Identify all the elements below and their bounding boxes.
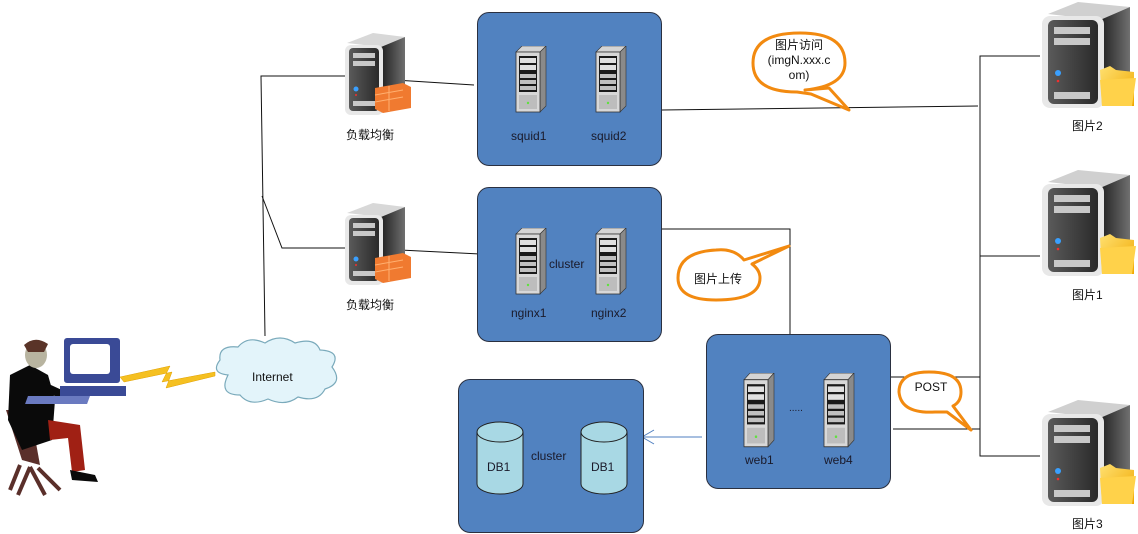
nginx1-server-icon[interactable] <box>512 228 548 296</box>
image-server-2-label: 图片2 <box>1072 119 1103 133</box>
db1-cylinder-icon[interactable] <box>475 420 525 496</box>
squid2-server-icon[interactable] <box>592 46 628 114</box>
squid2-label: squid2 <box>591 129 627 143</box>
wire-lb2-branch <box>261 195 345 249</box>
image-server-3-label: 图片3 <box>1072 517 1103 531</box>
db-cluster-caption: cluster <box>531 449 567 463</box>
db2-cylinder-icon[interactable] <box>579 420 629 496</box>
internet-label: Internet <box>252 370 293 384</box>
nginx-cluster-caption: cluster <box>549 257 585 271</box>
load-balancer-1-icon[interactable] <box>333 33 413 118</box>
wire-nginx-web <box>662 228 791 336</box>
db1-label: DB1 <box>487 460 511 474</box>
image-upload-callout-bubble <box>676 244 791 302</box>
db2-label: DB1 <box>591 460 615 474</box>
nginx-cluster[interactable]: cluster nginx1 nginx2 <box>477 187 662 342</box>
wire-squid-images <box>661 105 979 111</box>
user-workstation-icon <box>6 338 126 496</box>
web-ellipsis: ..... <box>789 403 803 414</box>
image-access-line1: 图片访问 <box>774 38 823 52</box>
wire-lb1-squid <box>394 79 475 86</box>
web1-label: web1 <box>745 453 774 467</box>
post-callout-bubble <box>897 370 973 432</box>
load-balancer-2-label: 负载均衡 <box>346 298 395 312</box>
image-upload-callout: 图片上传 <box>693 272 742 286</box>
image-server-2-icon[interactable] <box>1038 2 1138 112</box>
load-balancer-1-label: 负载均衡 <box>346 128 395 142</box>
internet-cloud-icon <box>215 337 338 404</box>
wire-lb2-nginx <box>399 249 481 255</box>
image-access-callout: 图片访问 (imgN.xxx.c om) <box>755 38 843 83</box>
image-access-line3: om) <box>788 68 810 82</box>
image-server-1-icon[interactable] <box>1038 170 1138 280</box>
web-cluster[interactable]: ..... web1 web4 <box>706 334 891 489</box>
squid-cluster[interactable]: squid1 squid2 <box>477 12 662 166</box>
lightning-bolt-icon <box>119 365 216 389</box>
nginx2-label: nginx2 <box>591 306 627 320</box>
web4-server-icon[interactable] <box>820 373 856 449</box>
squid1-label: squid1 <box>511 129 547 143</box>
web4-label: web4 <box>824 453 853 467</box>
nginx1-label: nginx1 <box>511 306 547 320</box>
image-access-line2: (imgN.xxx.c <box>767 53 831 67</box>
image-server-3-icon[interactable] <box>1038 400 1138 510</box>
image-server-1-label: 图片1 <box>1072 288 1103 302</box>
web1-server-icon[interactable] <box>740 373 776 449</box>
post-callout: POST <box>914 380 948 394</box>
nginx2-server-icon[interactable] <box>592 228 628 296</box>
db-cluster[interactable]: DB1 cluster DB1 <box>458 379 644 533</box>
squid1-server-icon[interactable] <box>512 46 548 114</box>
image-access-callout-bubble <box>751 31 851 112</box>
load-balancer-2-icon[interactable] <box>333 203 413 288</box>
